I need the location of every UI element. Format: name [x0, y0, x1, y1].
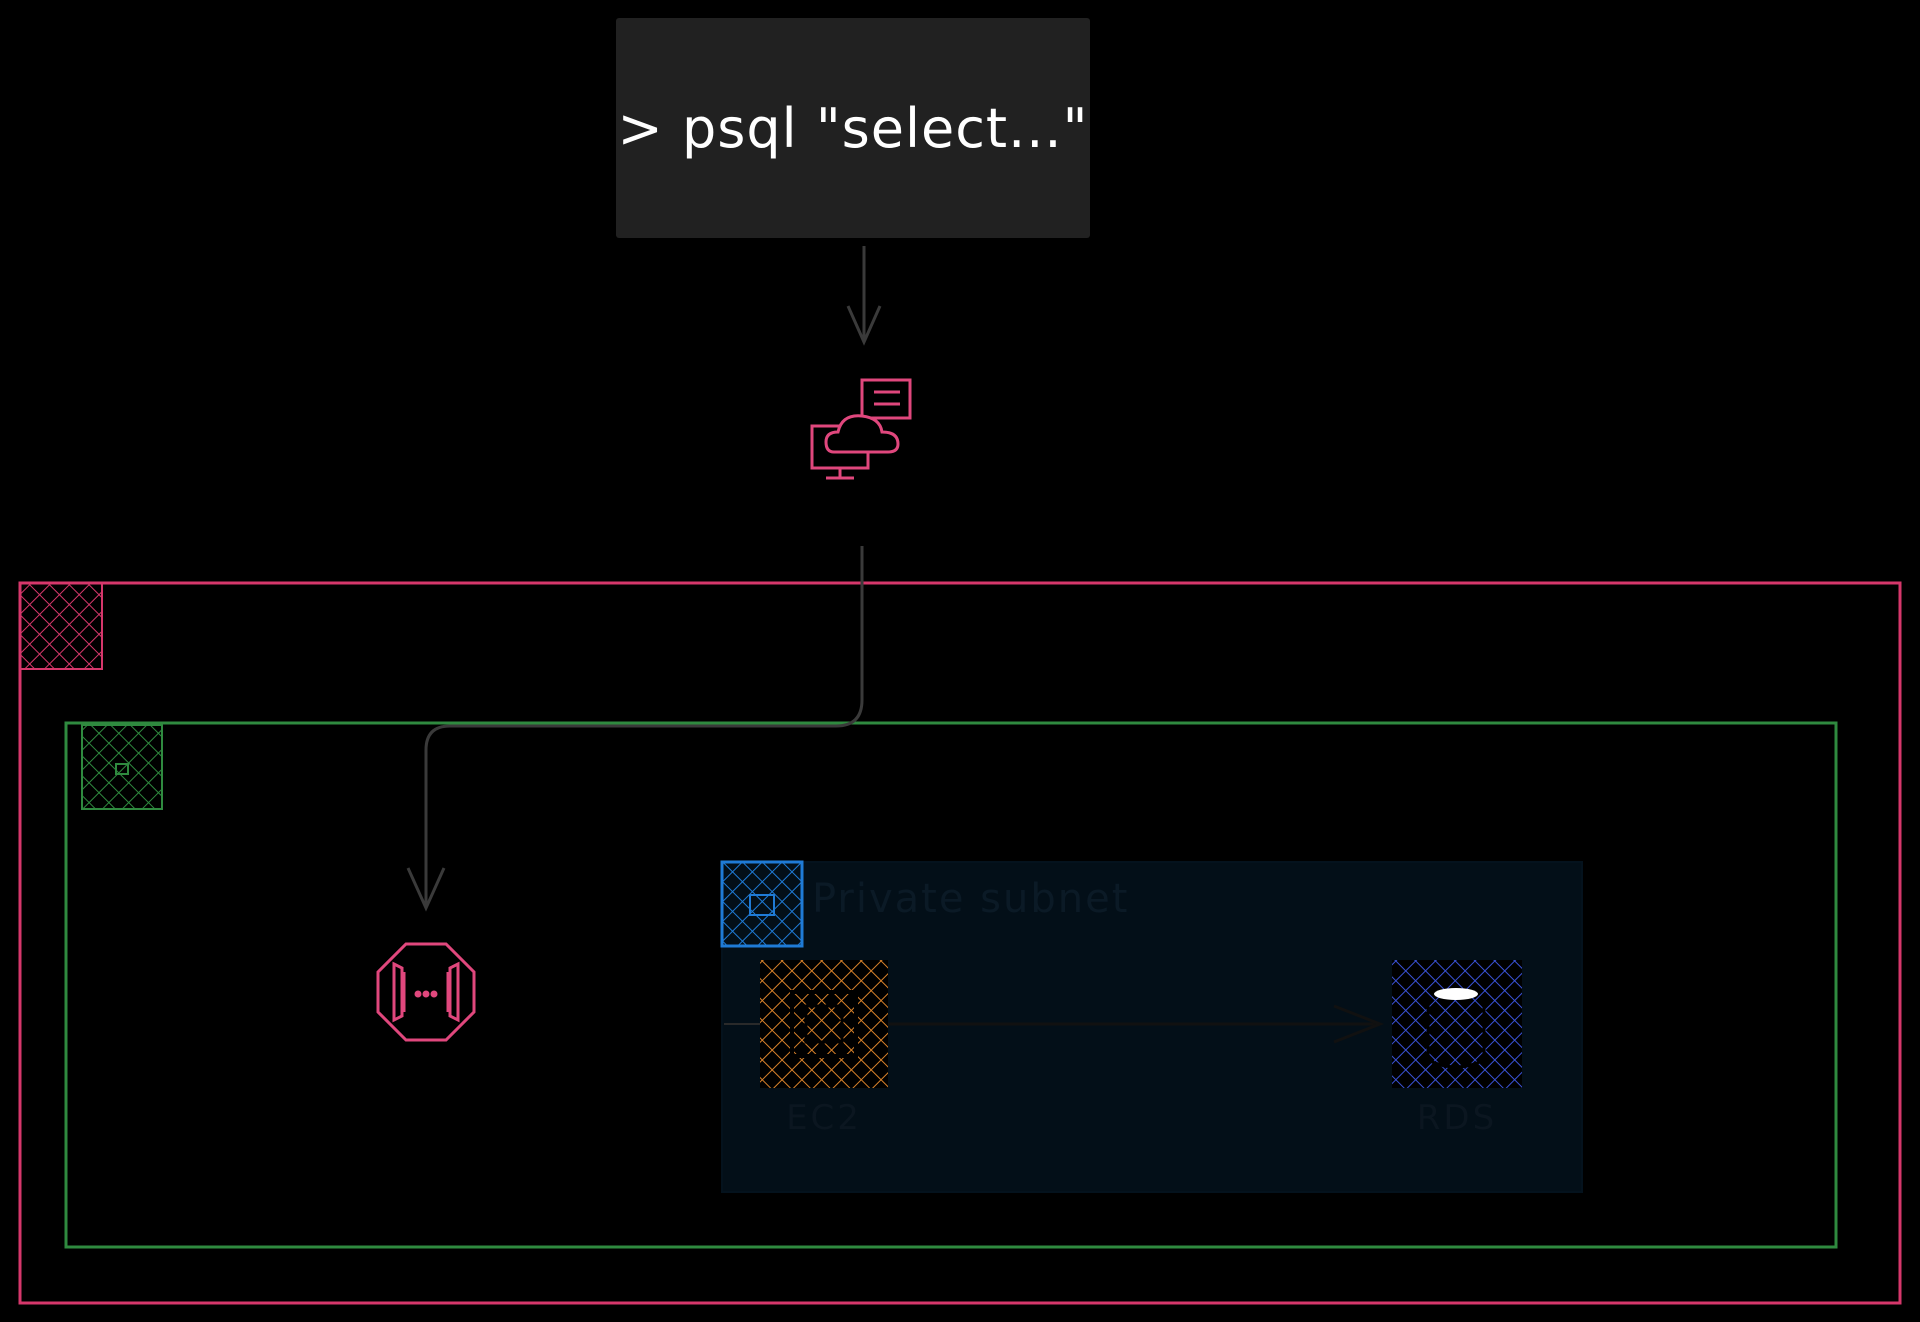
terminal-window: > psql "select..." [616, 18, 1090, 238]
vpc-icon [81, 724, 163, 810]
terminal-command: > psql "select..." [617, 96, 1089, 160]
ec2-label: EC2 [786, 1098, 862, 1138]
arrow-ec2-to-rds [888, 1004, 1385, 1044]
rds-database-icon [1392, 960, 1522, 1088]
private-subnet-label: Private subnet [812, 876, 1130, 922]
arrow-terminal-to-client [846, 246, 882, 346]
vpc-container [64, 721, 1838, 1249]
cloud-client-icon [810, 378, 912, 480]
ec2-instance-icon [760, 960, 888, 1088]
private-subnet-lock-icon [720, 860, 804, 948]
arrow-client-to-endpoint [406, 546, 864, 912]
region-container [18, 581, 1902, 1305]
instance-connect-endpoint-icon [376, 942, 476, 1042]
aws-cloud-icon [19, 582, 103, 670]
rds-label: RDS [1416, 1098, 1498, 1138]
